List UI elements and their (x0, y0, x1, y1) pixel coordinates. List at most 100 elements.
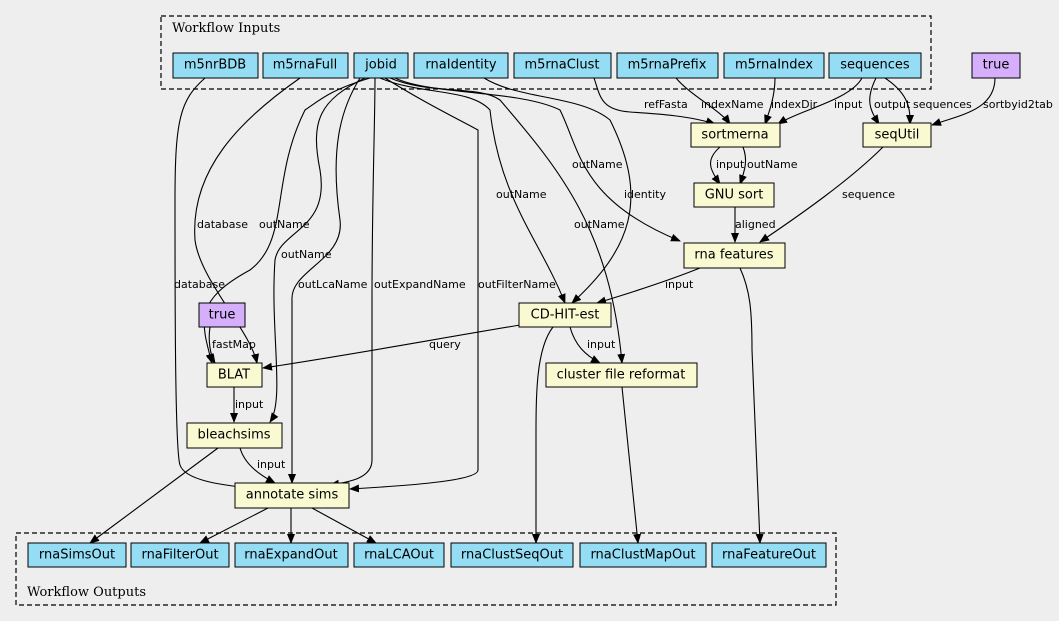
node-label: cluster file reformat (557, 368, 686, 383)
node-m5rnaIndex[interactable]: m5rnaIndex (723, 52, 825, 79)
edge-label: fastMap (212, 338, 256, 351)
node-label: rnaClustSeqOut (461, 548, 563, 563)
node-rnaFeatureOut[interactable]: rnaFeatureOut (711, 542, 827, 568)
edge-label: indexDir (771, 98, 818, 111)
workflow-inputs-title: Workflow Inputs (172, 21, 280, 36)
node-annotate-sims[interactable]: annotate sims (234, 482, 350, 509)
edge-jobid-cdhit (379, 77, 566, 304)
node-rna-features[interactable]: rna features (683, 242, 786, 269)
node-sortmerna[interactable]: sortmerna (690, 122, 781, 148)
edge-label: input (587, 338, 616, 351)
edge-cdhit-reformat (569, 326, 601, 364)
node-m5rnaClust[interactable]: m5rnaClust (513, 52, 612, 79)
edge-label: query (429, 338, 461, 351)
node-label: m5rnaIndex (735, 58, 813, 73)
node-rnaIdentity[interactable]: rnaIdentity (413, 52, 509, 79)
edge-jobid-reformat (389, 77, 626, 364)
node-label: m5rnaFull (273, 58, 338, 73)
node-gnu-sort[interactable]: GNU sort (693, 182, 775, 208)
edge-rnafeatures-rnafeatureout (739, 267, 764, 544)
edge-label: sortbyid2tab (983, 98, 1053, 111)
edge-annotate-rnalcaout (311, 507, 377, 544)
node-rnaLCAOut[interactable]: rnaLCAOut (353, 542, 445, 568)
edge-sequences-sequtil-output (869, 77, 880, 125)
edge-bleachsims-rnasimsout (89, 447, 219, 544)
edge-label: input (834, 98, 863, 111)
edge-jobid-annotate-expand (329, 77, 376, 488)
node-blat[interactable]: BLAT (206, 362, 263, 388)
node-label: true (983, 58, 1010, 73)
node-label: BLAT (218, 368, 250, 383)
edge-reformat-rnaclustmapout (621, 386, 642, 544)
node-label: rnaLCAOut (364, 548, 434, 563)
node-label: rnaExpandOut (244, 548, 338, 563)
edge-label: aligned (735, 218, 776, 231)
node-m5rnaPrefix[interactable]: m5rnaPrefix (616, 52, 719, 79)
edge-annotate-rnafilterout (199, 507, 269, 544)
edge-cdhit-rnaclustseqout (532, 326, 554, 544)
edge-jobid-rnafeatures (394, 77, 681, 242)
edge-label: outFilterName (478, 278, 556, 291)
node-rnaExpandOut[interactable]: rnaExpandOut (234, 542, 349, 568)
node-label: rna features (694, 248, 773, 263)
edge-label: outName (281, 248, 332, 261)
node-label: bleachsims (197, 428, 270, 443)
node-jobid[interactable]: jobid (353, 52, 409, 79)
edge-label: outName (572, 158, 623, 171)
node-bleachsims[interactable]: bleachsims (186, 422, 283, 449)
edge-m5rnaIndex-sortmerna (764, 77, 776, 125)
node-label: m5rnaClust (524, 58, 599, 73)
node-rnaClustMapOut[interactable]: rnaClustMapOut (579, 542, 707, 568)
edge-true-blat (206, 326, 216, 364)
node-rnaSimsOut[interactable]: rnaSimsOut (27, 542, 127, 568)
edge-jobid-bleachsims (269, 77, 366, 423)
node-label: rnaFilterOut (141, 548, 218, 563)
edge-bleachsims-annotate (239, 447, 276, 484)
node-label: seqUtil (875, 128, 920, 143)
node-label: CD-HIT-est (531, 308, 600, 323)
edge-label: input (665, 278, 694, 291)
node-cluster-file-reformat[interactable]: cluster file reformat (545, 362, 698, 388)
edge-label: identity (624, 188, 666, 201)
node-label: sequences (840, 58, 910, 73)
edge-m5nrbdb-annotate (174, 77, 251, 492)
node-label: sortmerna (701, 128, 768, 143)
node-cd-hit-est[interactable]: CD-HIT-est (518, 302, 612, 328)
edge-sequences-sequtil-seq (884, 77, 914, 125)
edge-jobid-annotate-lca (288, 77, 361, 484)
edge-label: input (716, 158, 745, 171)
node-label: rnaSimsOut (39, 548, 115, 563)
edge-sequences-sortmerna (777, 77, 863, 125)
edge-label: outExpandName (374, 278, 466, 291)
node-label: m5nrBDB (184, 58, 246, 73)
edge-label: outLcaName (298, 278, 368, 291)
node-label: rnaIdentity (425, 58, 496, 73)
workflow-outputs-title: Workflow Outputs (27, 585, 146, 600)
edge-label: indexName (701, 98, 764, 111)
edge-label: database (174, 278, 225, 291)
node-m5nrBDB[interactable]: m5nrBDB (172, 52, 259, 79)
node-true-fastmap[interactable]: true (198, 302, 246, 328)
edge-m5rnaClust-sortmerna (593, 77, 716, 126)
edge-label: output (874, 98, 911, 111)
edge-jobid-annotate-filter (349, 77, 479, 493)
edge-label: outName (259, 218, 310, 231)
node-m5rnaFull[interactable]: m5rnaFull (262, 52, 349, 79)
node-rnaClustSeqOut[interactable]: rnaClustSeqOut (450, 542, 574, 568)
edge-cdhit-blat (262, 324, 521, 371)
node-label: m5rnaPrefix (628, 58, 707, 73)
node-sequences[interactable]: sequences (828, 52, 922, 79)
edge-sortmerna-gnusort-input (710, 146, 721, 185)
node-label: true (209, 308, 236, 323)
edge-label: database (197, 218, 248, 231)
edge-label: sequences (913, 98, 972, 111)
node-rnaFilterOut[interactable]: rnaFilterOut (130, 542, 230, 568)
edge-label: outName (747, 158, 798, 171)
edge-sortmerna-gnusort-outname (739, 146, 747, 185)
node-true-sortbyid2tab[interactable]: true (971, 52, 1021, 79)
node-seqUtil[interactable]: seqUtil (862, 122, 932, 148)
node-label: rnaFeatureOut (722, 548, 816, 563)
edge-label: refFasta (644, 98, 688, 111)
node-label: jobid (364, 58, 397, 73)
edges: refFasta indexName indexDir input output… (89, 77, 1053, 544)
